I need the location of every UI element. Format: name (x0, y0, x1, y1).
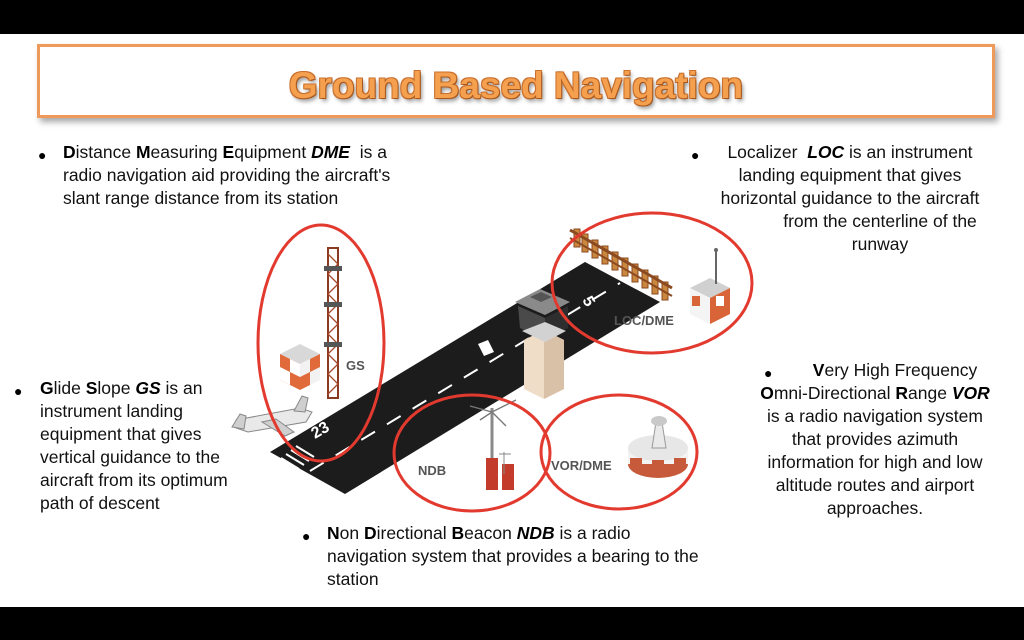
ndb-line-1: Non Directional Beacon NDB is a radio (327, 523, 631, 543)
ndb-line-2: navigation system that provides a bearin… (327, 546, 699, 566)
vor-line-1: Very High Frequency (812, 360, 978, 380)
control-tower-icon (515, 289, 570, 399)
gs-line-1: Glide Slope GS is an (40, 378, 203, 398)
gs-line-3: equipment that gives (40, 424, 202, 444)
vor-line-5: information for high and low (767, 452, 983, 472)
localizer-antenna-array-icon (569, 228, 673, 301)
gs-description: Glide Slope GS is an instrument landing … (40, 377, 270, 515)
glide-slope-antenna-icon (324, 247, 342, 399)
loc-dme-label: LOC/DME (614, 313, 674, 328)
loc-bullet: ● (691, 147, 700, 163)
dme-line-2: radio navigation aid providing the aircr… (63, 165, 391, 185)
glide-slope-shelter-icon (280, 344, 320, 390)
ndb-highlight-circle (392, 393, 552, 513)
gs-highlight-circle (256, 223, 386, 463)
ndb-antenna-icon (469, 399, 517, 490)
gs-line-6: path of descent (40, 493, 160, 513)
loc-description: Localizer LOC is an instrument landing e… (700, 141, 1000, 256)
title-box: Ground Based Navigation (37, 44, 995, 118)
diagram: 23 5 (231, 211, 754, 513)
runway-number-23: 23 (309, 419, 333, 443)
dme-line-3: slant range distance from its station (63, 188, 339, 208)
loc-line-3: horizontal guidance to the aircraft (720, 188, 980, 208)
vor-line-4: that provides azimuth (791, 429, 959, 449)
ndb-description: Non Directional Beacon NDB is a radio na… (327, 522, 767, 591)
vor-bullet: ● (764, 365, 773, 381)
loc-line-1: Localizer LOC is an instrument (727, 142, 973, 162)
vor-line-3: is a radio navigation system (767, 406, 983, 426)
vor-line-6: altitude routes and airport (775, 475, 975, 495)
slide-title: Ground Based Navigation (288, 65, 744, 106)
ndb-bullet: ● (302, 528, 311, 544)
ndb-line-3: station (327, 569, 379, 589)
gs-label: GS (346, 358, 365, 373)
vor-station-icon (628, 416, 688, 478)
dme-description: Distance Measuring Equipment DME is a ra… (63, 141, 463, 210)
loc-line-5: runway (851, 234, 909, 254)
dme-line-1: Distance Measuring Equipment DME is a (63, 142, 387, 162)
gs-line-4: vertical guidance to the (40, 447, 220, 467)
ndb-label: NDB (418, 463, 447, 478)
vor-dme-label: VOR/DME (551, 458, 612, 473)
gs-bullet: ● (14, 383, 23, 399)
vor-line-2: Omni-Directional Range VOR (760, 383, 990, 403)
loc-line-2: landing equipment that gives (738, 165, 962, 185)
gs-line-2: instrument landing (40, 401, 183, 421)
vor-line-7: approaches. (826, 498, 924, 518)
slide: Ground Based Navigation 23 5 (0, 34, 1024, 607)
vor-description: Very High Frequency Omni-Directional Ran… (740, 359, 1010, 520)
localizer-shelter-icon (690, 248, 730, 324)
loc-highlight-circle (550, 211, 754, 355)
gs-line-5: aircraft from its optimum (40, 470, 228, 490)
dme-bullet: ● (38, 147, 47, 163)
vor-highlight-circle (539, 393, 699, 511)
loc-line-4: from the centerline of the (783, 211, 977, 231)
